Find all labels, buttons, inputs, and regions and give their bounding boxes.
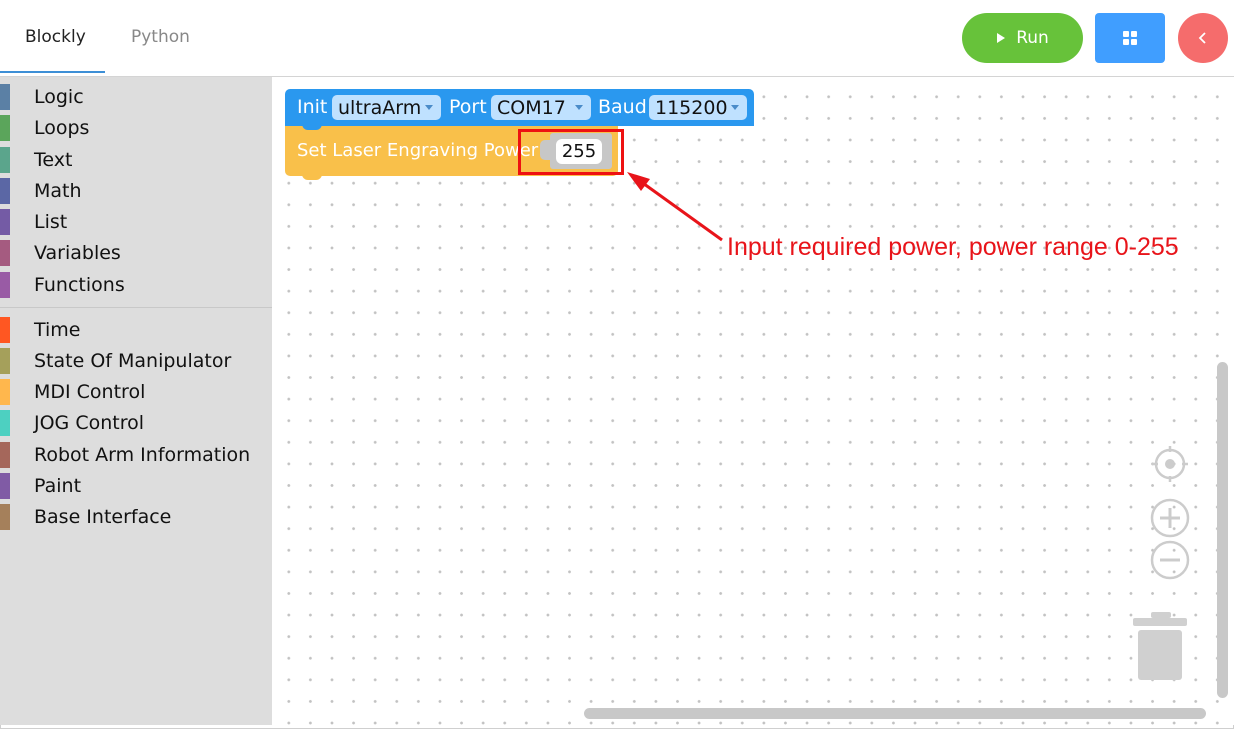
toolbox-category-variables[interactable]: Variables (0, 239, 272, 267)
toolbox-category-list[interactable]: List (0, 208, 272, 236)
toolbox-category-loops[interactable]: Loops (0, 114, 272, 142)
toolbox-category-base-interface[interactable]: Base Interface (0, 503, 272, 531)
back-button[interactable] (1178, 13, 1228, 63)
init-block[interactable]: Init ultraArm Port COM17 Baud 115200 (285, 89, 754, 126)
port-dropdown-value: COM17 (497, 96, 566, 119)
zoom-out-icon[interactable] (1150, 540, 1190, 580)
category-label: Math (34, 180, 82, 202)
init-label: Init (297, 96, 328, 118)
grid-icon (1123, 31, 1137, 45)
category-color-swatch (0, 272, 10, 298)
block-connector-notch (302, 123, 322, 130)
category-label: Loops (34, 117, 90, 139)
toolbox-separator (0, 307, 272, 308)
dropdown-arrow-icon (731, 105, 739, 110)
category-label: Functions (34, 274, 125, 296)
grid-button[interactable] (1095, 13, 1165, 63)
toolbox-category-state-of-manipulator[interactable]: State Of Manipulator (0, 347, 272, 375)
active-tab-indicator (0, 71, 105, 73)
category-label: State Of Manipulator (34, 350, 232, 372)
category-label: Variables (34, 242, 121, 264)
toolbox-category-mdi-control[interactable]: MDI Control (0, 378, 272, 406)
toolbox-category-functions[interactable]: Functions (0, 271, 272, 299)
category-label: Logic (34, 86, 84, 108)
tab-blockly[interactable]: Blockly (25, 27, 86, 47)
vertical-scrollbar[interactable] (1217, 362, 1228, 698)
category-label: Text (34, 149, 73, 171)
category-label: List (34, 211, 68, 233)
toolbox-category-paint[interactable]: Paint (0, 472, 272, 500)
toolbox-category-robot-arm-information[interactable]: Robot Arm Information (0, 441, 272, 469)
category-label: MDI Control (34, 381, 146, 403)
chevron-left-icon (1198, 32, 1206, 44)
category-label: Robot Arm Information (34, 444, 251, 466)
power-value-field[interactable]: 255 (556, 139, 602, 164)
port-label: Port (449, 96, 487, 118)
toolbox-category-math[interactable]: Math (0, 177, 272, 205)
annotation-text: Input required power, power range 0-255 (727, 233, 1179, 261)
device-dropdown[interactable]: ultraArm (332, 95, 441, 120)
toolbox-category-jog-control[interactable]: JOG Control (0, 409, 272, 437)
block-connector-notch (302, 173, 322, 180)
category-label: Paint (34, 475, 82, 497)
dropdown-arrow-icon (425, 105, 433, 110)
toolbox: Logic Loops Text Math List Variables Fun… (0, 77, 272, 725)
port-dropdown[interactable]: COM17 (491, 95, 591, 120)
value-input-plug (540, 140, 550, 160)
category-color-swatch (0, 115, 10, 141)
baud-label: Baud (598, 96, 647, 118)
toolbox-category-text[interactable]: Text (0, 146, 272, 174)
toolbox-category-time[interactable]: Time (0, 316, 272, 344)
laser-block-label: Set Laser Engraving Power (297, 140, 539, 161)
play-icon (997, 33, 1006, 43)
run-button-label: Run (1016, 28, 1049, 48)
category-color-swatch (0, 240, 10, 266)
highlight-box (518, 129, 624, 175)
baud-dropdown-value: 115200 (655, 96, 728, 119)
category-color-swatch (0, 473, 10, 499)
category-label: Time (34, 319, 81, 341)
category-color-swatch (0, 410, 10, 436)
category-color-swatch (0, 178, 10, 204)
category-color-swatch (0, 442, 10, 468)
trash-icon[interactable] (1133, 612, 1189, 684)
run-button[interactable]: Run (962, 13, 1083, 63)
category-color-swatch (0, 84, 10, 110)
toolbox-category-logic[interactable]: Logic (0, 83, 272, 111)
category-label: Base Interface (34, 506, 172, 528)
category-color-swatch (0, 209, 10, 235)
category-color-swatch (0, 379, 10, 405)
baud-dropdown[interactable]: 115200 (649, 95, 747, 120)
recenter-icon[interactable] (1150, 444, 1190, 484)
blockly-workspace[interactable] (272, 77, 1234, 725)
device-dropdown-value: ultraArm (338, 96, 422, 119)
tab-python[interactable]: Python (131, 27, 190, 47)
category-color-swatch (0, 348, 10, 374)
category-color-swatch (0, 317, 10, 343)
zoom-in-icon[interactable] (1150, 498, 1190, 538)
header-bar: Blockly Python Run (0, 0, 1234, 77)
category-label: JOG Control (34, 412, 145, 434)
category-color-swatch (0, 147, 10, 173)
category-color-swatch (0, 504, 10, 530)
dropdown-arrow-icon (575, 105, 583, 110)
horizontal-scrollbar[interactable] (584, 708, 1206, 719)
